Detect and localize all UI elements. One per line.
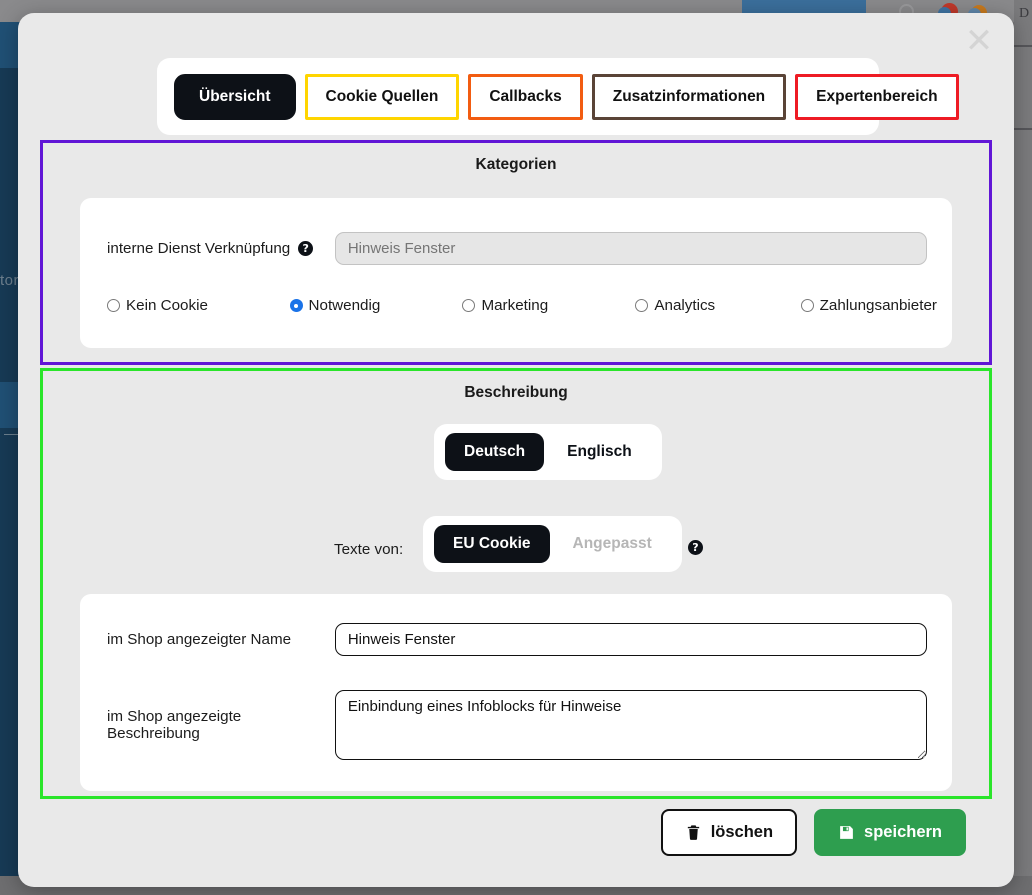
section-beschreibung: Beschreibung Deutsch Englisch Texte von:… [40,368,992,799]
radio-zahlungsanbieter-label: Zahlungsanbieter [819,297,937,314]
help-icon[interactable]: ? [688,540,703,555]
delete-button-label: löschen [710,823,774,842]
radio-notwendig-control[interactable] [289,299,303,312]
texte-von-toggle: EU Cookie Angepasst [423,516,682,572]
section-title-beschreibung: Beschreibung [464,384,568,401]
radio-marketing-label: Marketing [481,297,549,314]
shop-name-label: im Shop angezeigter Name [107,631,292,648]
texte-von-option-angepasst[interactable]: Angepasst [554,525,671,563]
radio-notwendig-label: Notwendig [308,297,381,314]
language-option-deutsch[interactable]: Deutsch [445,433,545,471]
radio-notwendig[interactable]: Notwendig [289,297,463,314]
help-icon[interactable]: ? [298,241,314,256]
language-option-englisch[interactable]: Englisch [548,433,651,471]
radio-kein-cookie-control[interactable] [107,299,120,312]
service-link-input[interactable] [334,232,927,265]
save-icon [838,824,855,841]
radio-kein-cookie-label: Kein Cookie [126,297,208,314]
section-kategorien: Kategorien interne Dienst Verknüpfung ? … [40,140,992,365]
tab-zusatzinformationen[interactable]: Zusatzinformationen [591,73,787,120]
service-link-label: interne Dienst Verknüpfung [107,240,291,257]
texte-von-option-eu-cookie[interactable]: EU Cookie [434,525,550,563]
shop-description-textarea[interactable] [334,690,927,760]
language-toggle: Deutsch Englisch [434,424,662,480]
kategorien-card: interne Dienst Verknüpfung ? Kein Cookie… [80,198,952,348]
radio-analytics-control[interactable] [635,299,649,312]
shop-name-input[interactable] [334,623,927,656]
radio-analytics-label: Analytics [654,297,716,314]
radio-zahlungsanbieter-control[interactable] [800,299,814,312]
delete-button[interactable]: löschen [660,809,798,856]
background-sidebar-label: tor [0,272,20,289]
save-button[interactable]: speichern [814,809,966,856]
radio-marketing-control[interactable] [462,299,476,312]
close-icon[interactable]: ✕ [964,21,994,61]
shop-description-row: im Shop angezeigte Beschreibung [107,690,927,760]
radio-analytics[interactable]: Analytics [635,297,800,314]
tab-bar: Übersicht Cookie Quellen Callbacks Zusat… [157,58,959,135]
trash-icon [685,824,702,841]
radio-kein-cookie[interactable]: Kein Cookie [107,297,290,314]
tab-callbacks[interactable]: Callbacks [468,73,583,120]
cookie-service-modal: ✕ Übersicht Cookie Quellen Callbacks Zus… [18,13,1014,887]
radio-marketing[interactable]: Marketing [462,297,635,314]
category-radio-group: Kein Cookie Notwendig Marketing Analytic… [107,297,937,314]
tab-uebersicht[interactable]: Übersicht [174,73,296,120]
service-link-label-wrap: interne Dienst Verknüpfung ? [107,240,335,257]
background-right-panel [1014,0,1032,895]
tab-expertenbereich[interactable]: Expertenbereich [795,73,959,120]
service-link-row: interne Dienst Verknüpfung ? [107,232,927,265]
radio-zahlungsanbieter[interactable]: Zahlungsanbieter [800,297,937,314]
texte-von-label: Texte von: [334,541,404,558]
beschreibung-texts-card: im Shop angezeigter Name im Shop angezei… [80,594,952,791]
tab-cookie-quellen[interactable]: Cookie Quellen [304,73,460,120]
save-button-label: speichern [864,823,942,842]
shop-description-label: im Shop angezeigte Beschreibung [107,708,242,742]
modal-footer: löschen speichern [18,809,1014,856]
background-right-panel-glyph: D [1019,6,1030,21]
shop-name-row: im Shop angezeigter Name [107,623,927,656]
section-title-kategorien: Kategorien [475,156,557,173]
